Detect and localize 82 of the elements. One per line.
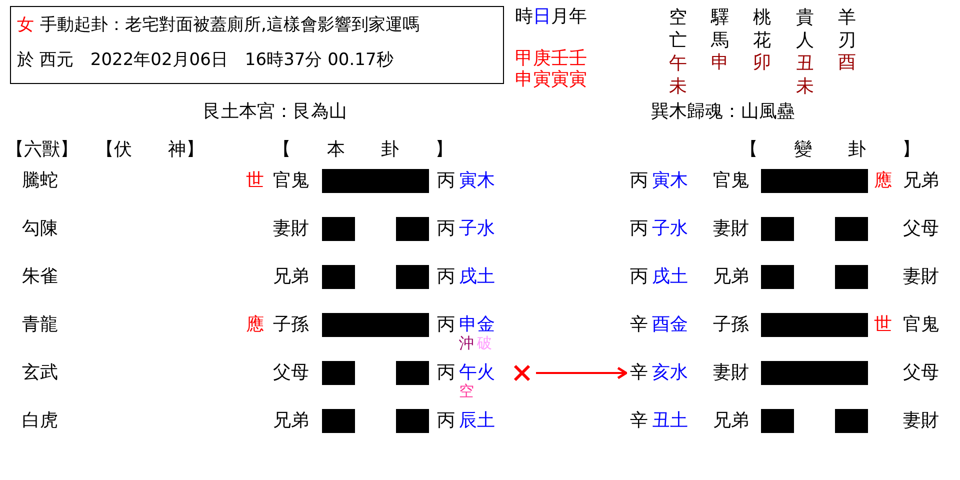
relation-label: 子孫 xyxy=(273,316,309,334)
relation-label: 兄弟 xyxy=(713,268,749,286)
relation-label: 妻財 xyxy=(713,220,749,238)
date-text: 於 西元 2022年02月06日 16時37分 00.17秒 xyxy=(17,52,394,69)
spirit-name: 驛馬 xyxy=(711,6,729,52)
branch-mark: 酉 xyxy=(838,54,856,72)
branch-label: 丑土 xyxy=(652,412,688,430)
clash-mark: 沖 xyxy=(459,336,474,350)
branch-label: 午火 xyxy=(459,364,495,382)
beast-name: 勾陳 xyxy=(22,220,58,238)
relation-label: 官鬼 xyxy=(903,316,939,334)
beast-name: 青龍 xyxy=(22,316,58,334)
column-header: 【六獸】 xyxy=(6,141,78,159)
relation-label: 兄弟 xyxy=(273,412,309,430)
stem-label: 丙 xyxy=(630,268,648,286)
void-mark: 空 xyxy=(459,384,474,398)
break-mark: 破 xyxy=(477,336,492,350)
cross-mark xyxy=(512,363,532,383)
column-header: 【伏 神】 xyxy=(96,141,204,159)
gender-mark: 女 xyxy=(17,15,34,35)
ying-marker: 應 xyxy=(246,316,264,334)
ying-marker: 應 xyxy=(874,172,892,190)
palace-title: 巽木歸魂：山風蠱 xyxy=(651,103,795,121)
pillar-heading: 時 xyxy=(515,8,533,26)
stem-row: 甲庚壬壬 xyxy=(515,50,587,68)
relation-label: 兄弟 xyxy=(713,412,749,430)
pillar-heading: 日 xyxy=(533,8,551,26)
relation-label: 父母 xyxy=(273,364,309,382)
stem-label: 丙 xyxy=(437,364,455,382)
spirit-name: 桃花 xyxy=(753,6,771,52)
branch-label: 酉金 xyxy=(652,316,688,334)
relation-label: 父母 xyxy=(903,220,939,238)
stem-label: 丙 xyxy=(437,316,455,334)
branch-label: 子水 xyxy=(459,220,495,238)
stem-label: 辛 xyxy=(630,316,648,334)
stem-label: 丙 xyxy=(437,220,455,238)
branch-label: 寅木 xyxy=(459,172,495,190)
beast-name: 朱雀 xyxy=(22,268,58,286)
branch-label: 子水 xyxy=(652,220,688,238)
shi-marker: 世 xyxy=(246,172,264,190)
spirit-name: 空亡 xyxy=(669,6,687,52)
stem-label: 丙 xyxy=(437,268,455,286)
stem-label: 丙 xyxy=(437,412,455,430)
beast-name: 騰蛇 xyxy=(22,172,58,190)
branch-label: 申金 xyxy=(459,316,495,334)
branch-mark: 午未 xyxy=(669,52,687,98)
shi-marker: 世 xyxy=(874,316,892,334)
relation-label: 妻財 xyxy=(903,268,939,286)
palace-title: 艮土本宮：艮為山 xyxy=(203,103,347,121)
question-box xyxy=(10,6,504,84)
branch-mark: 卯 xyxy=(753,54,771,72)
column-header: 【 變 卦 】 xyxy=(740,141,920,159)
beast-name: 玄武 xyxy=(22,364,58,382)
relation-label: 父母 xyxy=(903,364,939,382)
branch-mark: 申 xyxy=(711,54,729,72)
relation-label: 官鬼 xyxy=(273,172,309,190)
relation-label: 妻財 xyxy=(713,364,749,382)
column-header: 【 本 卦 】 xyxy=(273,141,453,159)
arrow xyxy=(536,366,628,380)
spirit-name: 貴人 xyxy=(796,6,814,52)
stem-label: 辛 xyxy=(630,362,648,383)
relation-label: 兄弟 xyxy=(273,268,309,286)
spirit-name: 羊刃 xyxy=(838,6,856,52)
branch-label: 亥水 xyxy=(652,362,688,383)
branch-mark: 丑未 xyxy=(796,52,814,98)
beast-name: 白虎 xyxy=(22,412,58,430)
relation-label: 妻財 xyxy=(903,412,939,430)
branch-label: 戌土 xyxy=(652,268,688,286)
stem-label: 辛 xyxy=(630,412,648,430)
branch-label: 辰土 xyxy=(459,412,495,430)
question-text: 手動起卦：老宅對面被蓋廁所,這樣會影響到家運嗎 xyxy=(40,15,420,35)
stem-label: 丙 xyxy=(630,172,648,190)
stem-label: 丙 xyxy=(630,220,648,238)
branch-label: 戌土 xyxy=(459,268,495,286)
pillar-heading: 月年 xyxy=(551,8,587,26)
relation-label: 官鬼 xyxy=(713,172,749,190)
relation-label: 兄弟 xyxy=(903,172,939,190)
relation-label: 妻財 xyxy=(273,220,309,238)
branch-row: 申寅寅寅 xyxy=(515,71,587,89)
branch-label: 寅木 xyxy=(652,172,688,190)
relation-label: 子孫 xyxy=(713,316,749,334)
stem-label: 丙 xyxy=(437,172,455,190)
